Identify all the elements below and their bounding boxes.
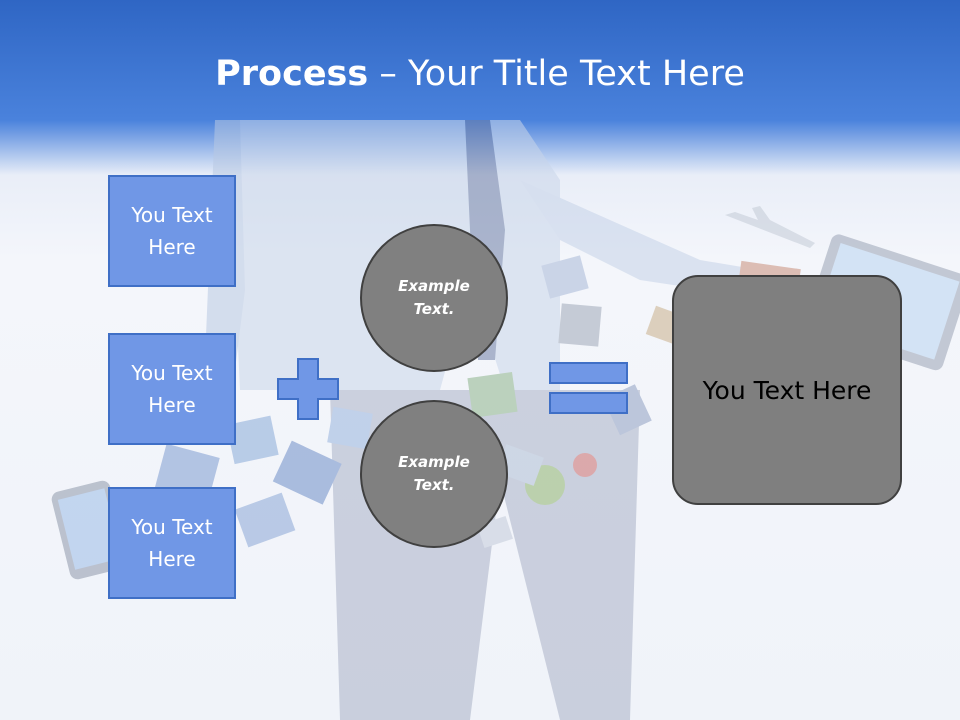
title-rest: – Your Title Text Here (368, 54, 745, 94)
circle-label: Example Text. (398, 453, 470, 494)
equals-icon (549, 362, 628, 414)
example-circle-1[interactable]: Example Text. (360, 224, 508, 372)
input-box-3[interactable]: You Text Here (108, 487, 236, 599)
title-bold: Process (215, 54, 369, 94)
slide-title: Process – Your Title Text Here (0, 52, 960, 96)
input-box-label: You Text Here (131, 515, 213, 571)
plus-icon (277, 358, 339, 420)
input-box-1[interactable]: You Text Here (108, 175, 236, 287)
input-box-label: You Text Here (131, 361, 213, 417)
result-label: You Text Here (702, 375, 872, 405)
circle-label: Example Text. (398, 277, 470, 318)
input-box-label: You Text Here (131, 203, 213, 259)
input-box-2[interactable]: You Text Here (108, 333, 236, 445)
result-box[interactable]: You Text Here (672, 275, 902, 505)
example-circle-2[interactable]: Example Text. (360, 400, 508, 548)
header-bar: Process – Your Title Text Here (0, 0, 960, 150)
